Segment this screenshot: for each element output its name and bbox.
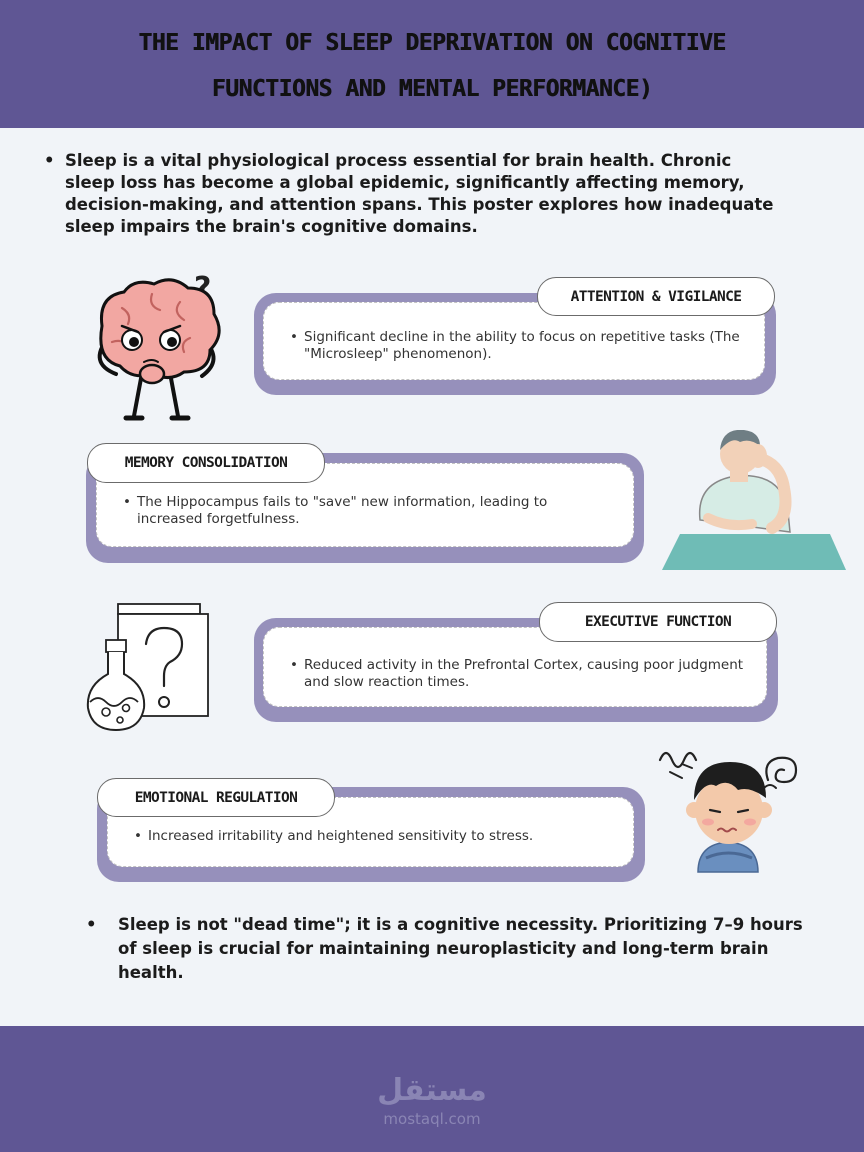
section-body: The Hippocampus fails to "save" new info… bbox=[137, 494, 548, 527]
conclusion-paragraph: • Sleep is not "dead time"; it is a cogn… bbox=[86, 913, 826, 985]
intro-bullet: • bbox=[44, 151, 55, 170]
section-bullet: • bbox=[290, 329, 298, 345]
section-card-inner: • Increased irritability and heightened … bbox=[107, 797, 634, 867]
section-bullet: • bbox=[290, 657, 298, 673]
section-text-executive: • Reduced activity in the Prefrontal Cor… bbox=[290, 657, 750, 691]
section-bullet: • bbox=[134, 828, 142, 844]
mostaql-logo-latin: mostaql.com bbox=[383, 1110, 481, 1128]
conclusion-text: Sleep is not "dead time"; it is a cognit… bbox=[118, 915, 803, 982]
section-text-emotional: • Increased irritability and heightened … bbox=[134, 828, 614, 845]
section-bullet: • bbox=[123, 494, 131, 510]
section-body: Increased irritability and heightened se… bbox=[148, 828, 534, 844]
book-flask-question-icon bbox=[86, 603, 209, 732]
tired-man-desk-icon bbox=[662, 430, 846, 570]
section-body: Reduced activity in the Prefrontal Corte… bbox=[304, 657, 744, 690]
section-title-emotional: EMOTIONAL REGULATION bbox=[97, 778, 335, 817]
section-text-attention: • Significant decline in the ability to … bbox=[290, 329, 750, 363]
section-card-inner: • The Hippocampus fails to "save" new in… bbox=[96, 463, 634, 547]
intro-paragraph: • Sleep is a vital physiological process… bbox=[44, 150, 784, 238]
brain-question-icon: ? bbox=[97, 271, 221, 421]
header-banner: THE IMPACT OF SLEEP DEPRIVATION ON COGNI… bbox=[0, 0, 864, 128]
section-title-executive: EXECUTIVE FUNCTION bbox=[539, 602, 777, 642]
conclusion-bullet: • bbox=[86, 915, 97, 934]
mostaql-logo-arabic: مستقل bbox=[377, 1073, 487, 1108]
page-title-line-2: FUNCTIONS AND MENTAL PERFORMANCE) bbox=[211, 76, 653, 102]
stressed-man-icon bbox=[658, 751, 798, 873]
page-title-line-1: THE IMPACT OF SLEEP DEPRIVATION ON COGNI… bbox=[138, 30, 726, 56]
section-body: Significant decline in the ability to fo… bbox=[304, 329, 740, 362]
section-title-attention: ATTENTION & VIGILANCE bbox=[537, 277, 775, 316]
section-title-memory: MEMORY CONSOLIDATION bbox=[87, 443, 325, 483]
intro-text: Sleep is a vital physiological process e… bbox=[65, 151, 774, 236]
footer-banner bbox=[0, 1026, 864, 1152]
section-text-memory: • The Hippocampus fails to "save" new in… bbox=[123, 494, 603, 528]
